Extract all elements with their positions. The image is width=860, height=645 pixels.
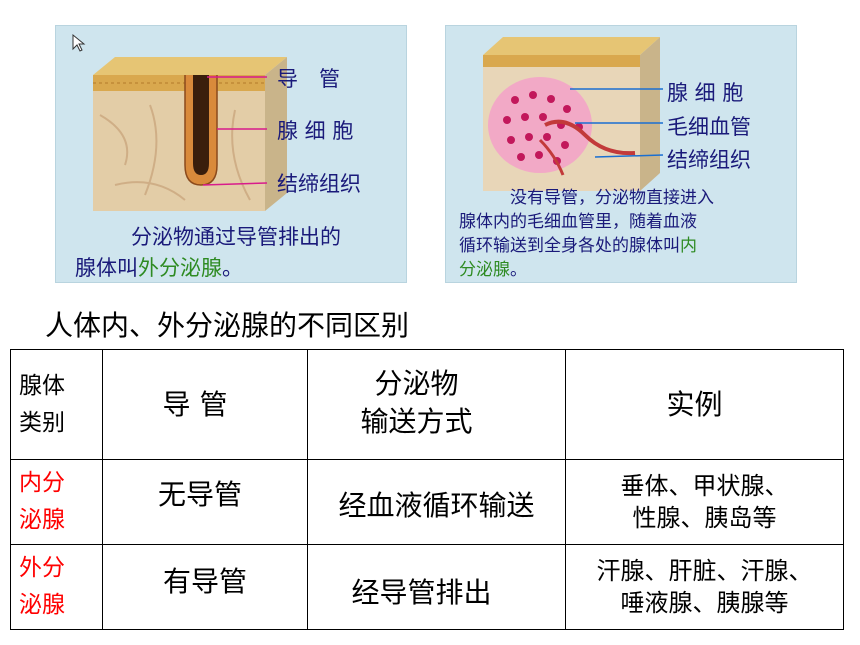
caption-line-2: 腺体内的毛细血管里，随着血液 [459,212,697,232]
caption-line-2: 腺体叫外分泌腺。 [75,256,243,280]
endocrine-highlight-part2: 分泌腺 [459,260,510,280]
comparison-table: 腺体类别 导 管 分泌物输送方式 实例 内分泌腺 无导管 经血液循环输送 垂体、… [10,349,844,630]
table-row: 内分泌腺 无导管 经血液循环输送 垂体、甲状腺、性腺、胰岛等 [10,459,844,545]
exocrine-highlight: 外分泌腺 [138,256,222,280]
table-row: 外分泌腺 有导管 经导管排出 汗腺、肝脏、汗腺、唾液腺、胰腺等 [10,544,844,630]
label-duct: 导 管 [277,67,340,91]
endocrine-gland-illustration [483,37,664,191]
header-transport-method: 分泌物输送方式 [307,349,566,460]
label-gland-cell: 腺 细 胞 [277,119,354,143]
row-exocrine-duct: 有导管 [102,544,308,630]
row-exocrine-examples: 汗腺、肝脏、汗腺、唾液腺、胰腺等 [565,544,844,630]
label-connective-tissue: 结缔组织 [277,172,361,196]
row-exocrine-transport: 经导管排出 [307,544,566,630]
endocrine-highlight-part1: 内 [680,236,697,256]
label-gland-cell: 腺 细 胞 [667,81,744,105]
header-gland-type: 腺体类别 [10,349,103,460]
table-header-row: 腺体类别 导 管 分泌物输送方式 实例 [10,349,844,460]
caption-line-3: 循环输送到全身各处的腺体叫内 [459,236,697,256]
row-endocrine-duct: 无导管 [102,459,308,545]
endocrine-gland-figure: 腺 细 胞 毛细血管 结缔组织 没有导管，分泌物直接进入 腺体内的毛细血管里，随… [445,25,797,283]
caption-line-1: 分泌物通过导管排出的 [131,225,341,249]
caption-line-4: 分泌腺。 [459,260,527,280]
row-endocrine-transport: 经血液循环输送 [307,459,566,545]
row-endocrine-type: 内分泌腺 [10,459,103,545]
exocrine-gland-figure: 导 管 腺 细 胞 结缔组织 分泌物通过导管排出的 腺体叫外分泌腺。 [55,25,407,283]
label-connective-tissue: 结缔组织 [667,148,751,172]
row-exocrine-type: 外分泌腺 [10,544,103,630]
header-duct: 导 管 [102,349,308,460]
section-title: 人体内、外分泌腺的不同区别 [45,309,410,342]
label-capillary: 毛细血管 [667,115,751,139]
cursor-icon [72,33,86,52]
header-examples: 实例 [565,349,844,460]
exocrine-gland-illustration [72,33,287,211]
caption-line-1: 没有导管，分泌物直接进入 [510,188,714,208]
row-endocrine-examples: 垂体、甲状腺、性腺、胰岛等 [565,459,844,545]
